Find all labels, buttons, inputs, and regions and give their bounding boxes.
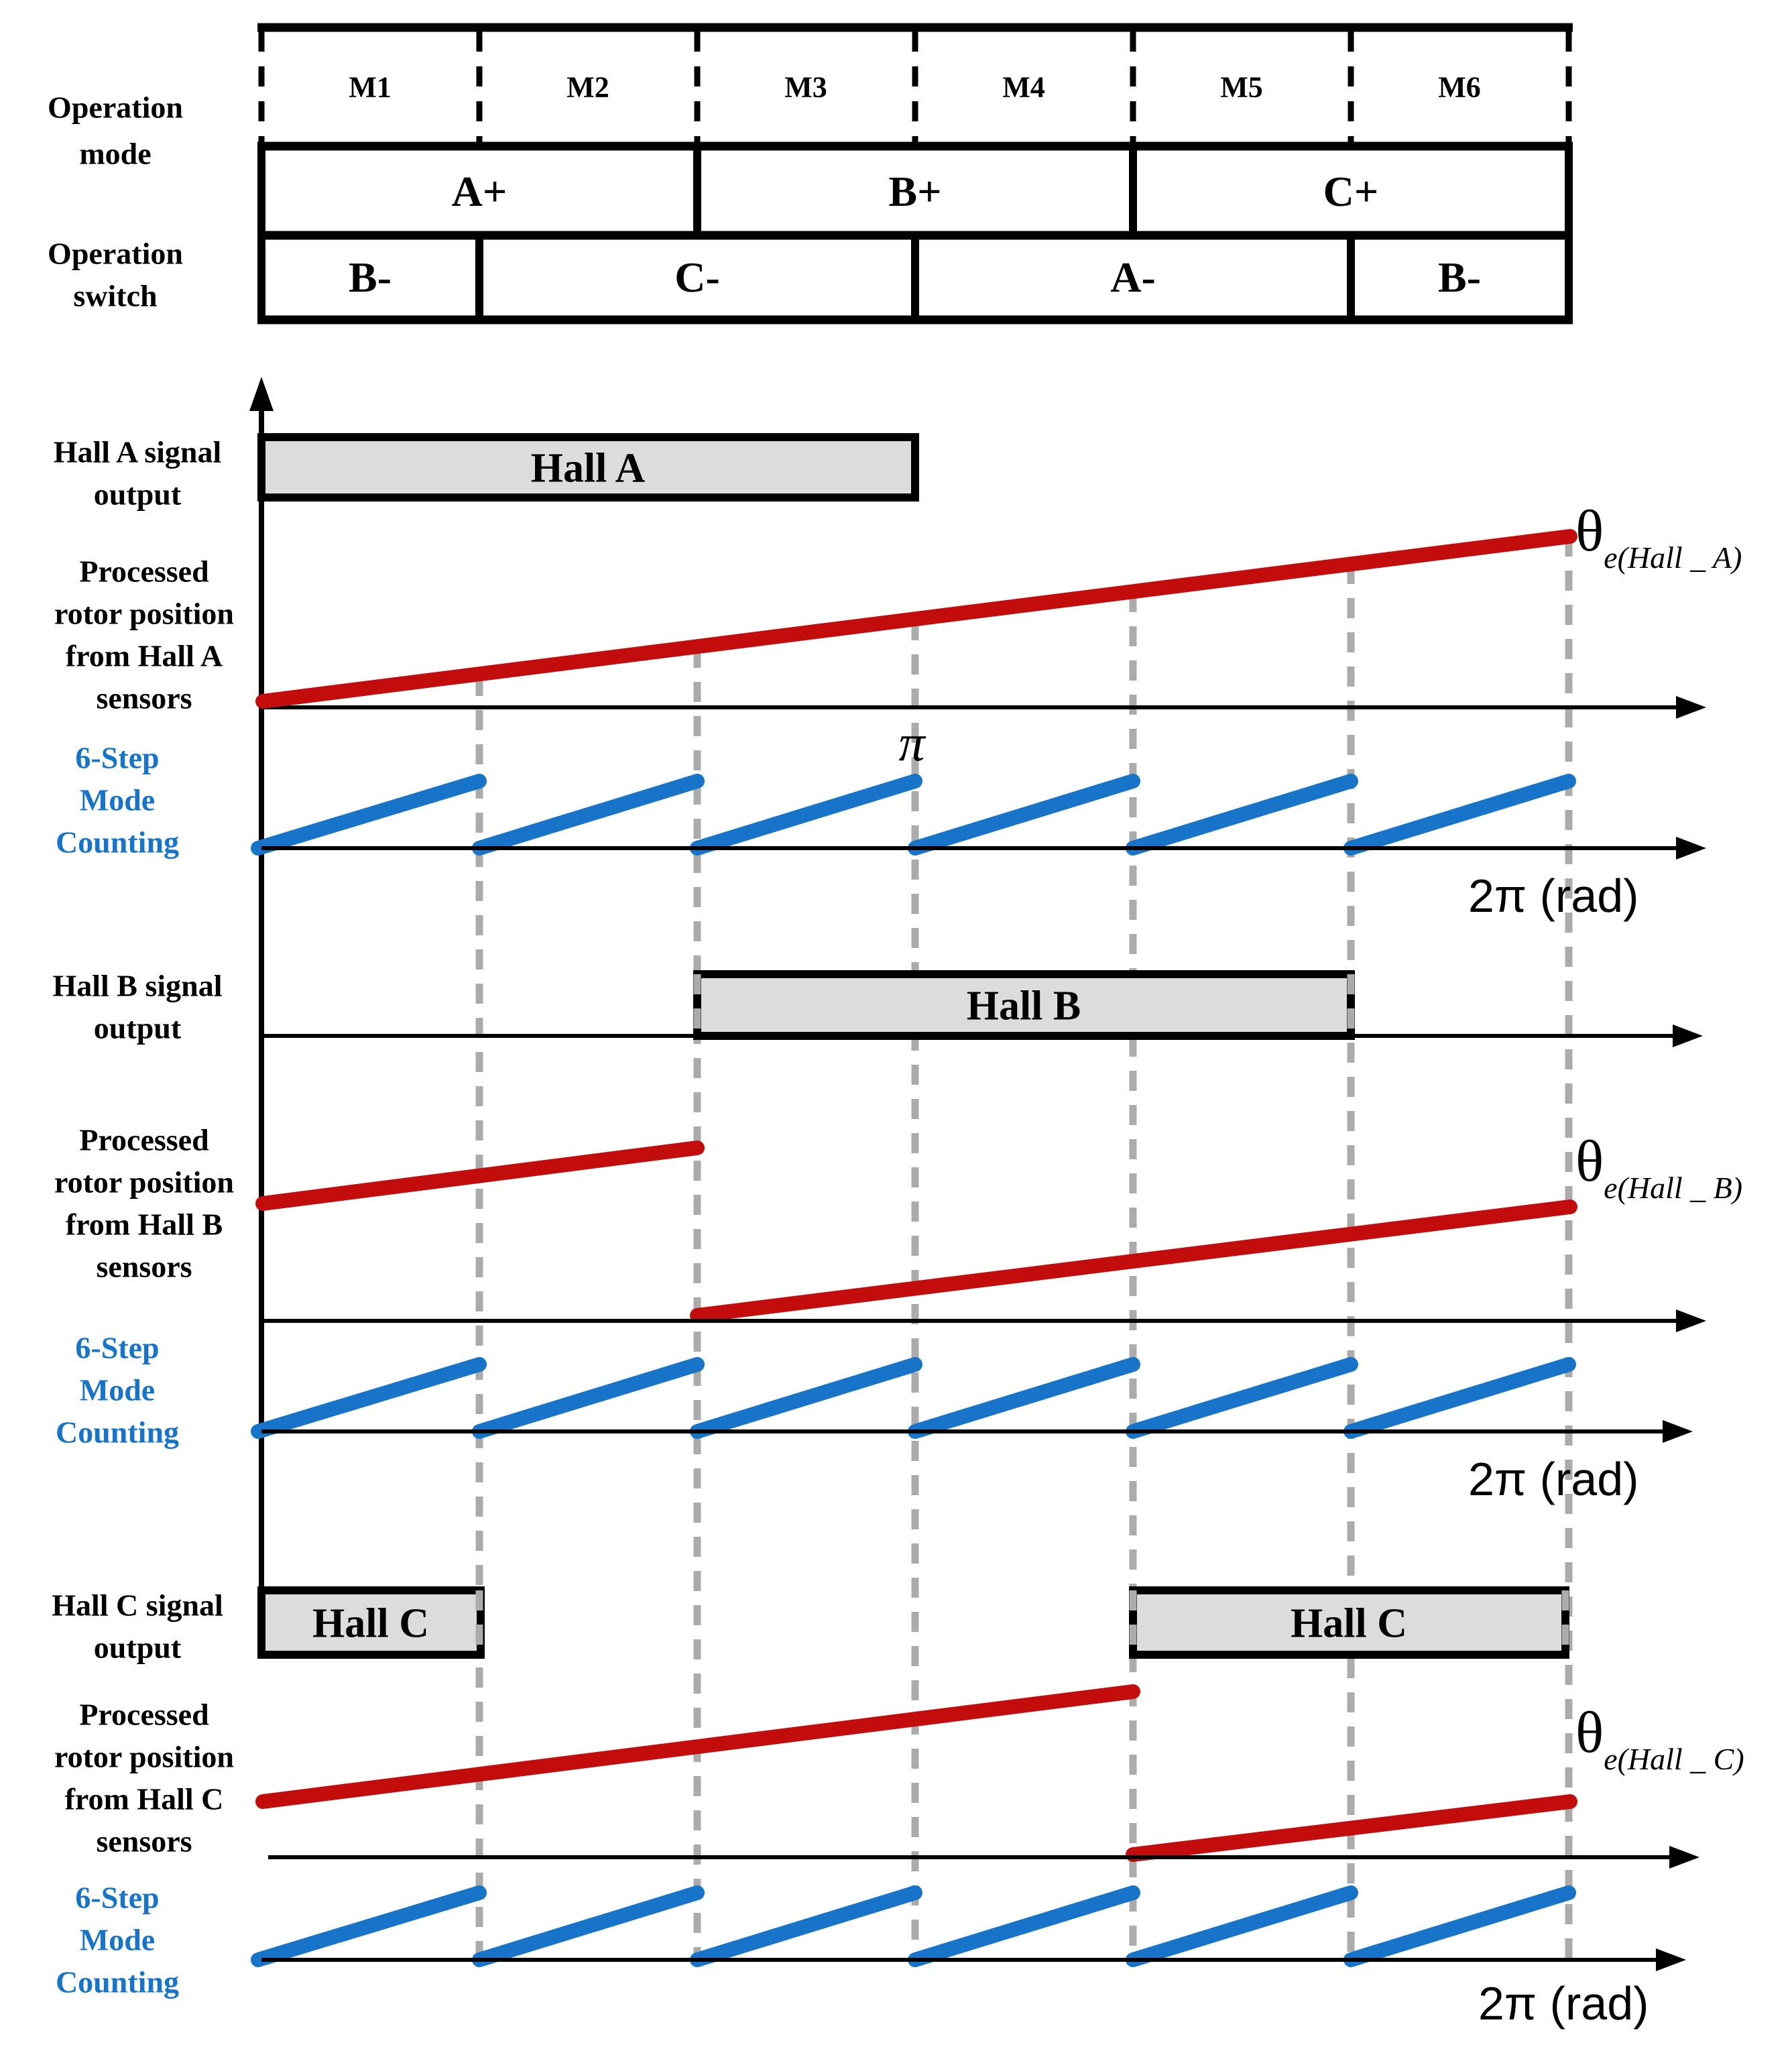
hall-b-box-label: Hall B — [966, 983, 1081, 1029]
hall-a-sawtooth-axis-arrow — [1676, 837, 1706, 860]
switch-cell-a-minus: A- — [1110, 253, 1156, 301]
hall-a-processed-label-line1: Processed — [79, 554, 209, 589]
hall-a-counting-label-line2: Mode — [79, 782, 156, 817]
hall-b-signal-box — [693, 970, 1355, 1040]
theta-hall-b-subscript: e(Hall _ B) — [1604, 1171, 1743, 1205]
theta-hall-c-symbol: θ — [1575, 1700, 1604, 1765]
commutation-gridlines — [475, 536, 1573, 1958]
hall-b-red-ramp-2 — [690, 1199, 1577, 1323]
hall-b-signal-label-line2: output — [93, 1010, 182, 1045]
hall-a-sawtooth — [251, 774, 1576, 856]
hall-a-processed-label-line4: sensors — [96, 681, 192, 715]
hall-b-processed-label-line3: from Hall B — [65, 1207, 223, 1242]
hall-c-processed-label-line2: rotor position — [54, 1739, 234, 1774]
theta-hall-b-symbol: θ — [1575, 1129, 1604, 1194]
section-hall-b — [251, 970, 1706, 1443]
hall-a-counting-label-line1: 6-Step — [75, 740, 160, 775]
hall-a-processed-label-line3: from Hall A — [65, 638, 223, 673]
section-hall-a — [251, 433, 1706, 860]
theta-hall-a-symbol: θ — [1575, 499, 1604, 564]
operation-mode-label-line2: mode — [79, 136, 152, 171]
mode-cell-m4: M4 — [1002, 70, 1045, 104]
hall-c-sawtooth — [251, 1885, 1576, 1967]
hall-c-processed-axis-arrow — [1669, 1846, 1699, 1869]
hall-b-2pi-rad-label: 2π (rad) — [1468, 1453, 1639, 1505]
theta-hall-a-subscript: e(Hall _ A) — [1604, 540, 1742, 575]
hall-a-signal-label-line2: output — [93, 477, 182, 512]
hall-b-counting-label-line1: 6-Step — [75, 1330, 160, 1365]
hall-a-box-label: Hall A — [530, 445, 646, 491]
hall-a-processed-label-line2: rotor position — [54, 596, 234, 631]
hall-b-sawtooth-axis-arrow — [1663, 1420, 1693, 1443]
hall-c-processed-label-line3: from Hall C — [64, 1781, 224, 1816]
hall-c-box-label-2: Hall C — [1291, 1600, 1407, 1647]
operation-switch-label-line1: Operation — [48, 236, 183, 271]
switch-cell-b-minus-2: B- — [1438, 253, 1481, 301]
mode-cell-m3: M3 — [784, 70, 827, 104]
plus-row-separators — [257, 142, 1573, 239]
switch-cell-a-plus: A+ — [451, 168, 507, 215]
hall-b-counting-label-line2: Mode — [79, 1372, 156, 1407]
hall-c-processed-label-line1: Processed — [79, 1697, 209, 1732]
operation-mode-label-line1: Operation — [48, 90, 183, 125]
hall-c-2pi-rad-label: 2π (rad) — [1478, 1977, 1649, 2030]
switch-cell-c-minus: C- — [674, 253, 720, 301]
hall-a-2pi-rad-label: 2π (rad) — [1468, 870, 1639, 922]
pi-tick-label: π — [898, 713, 925, 772]
hall-b-processed-label-line2: rotor position — [54, 1165, 234, 1199]
hall-b-processed-label-line4: sensors — [96, 1249, 192, 1284]
hall-c-counting-label-line3: Counting — [55, 1965, 180, 1999]
hall-c-signal-box-2 — [1129, 1586, 1569, 1659]
operation-switch-label-line2: switch — [73, 278, 158, 313]
hall-c-signal-box-1 — [257, 1586, 485, 1659]
hall-c-counting-label-line1: 6-Step — [75, 1880, 160, 1915]
theta-hall-c-label: θe(Hall _ C) — [1575, 1699, 1744, 1776]
mode-cell-m5: M5 — [1220, 70, 1263, 104]
hall-a-counting-label-line3: Counting — [55, 825, 180, 860]
hall-a-signal-box — [257, 433, 919, 502]
switch-cell-b-minus-1: B- — [349, 253, 392, 301]
hall-b-processed-label-line1: Processed — [79, 1122, 209, 1157]
hall-b-signal-label-line1: Hall B signal — [52, 968, 223, 1003]
theta-hall-c-subscript: e(Hall _ C) — [1604, 1742, 1744, 1776]
hall-c-sawtooth-axis-arrow — [1656, 1948, 1686, 1971]
hall-a-signal-label-line1: Hall A signal — [53, 434, 222, 469]
switch-cell-c-plus: C+ — [1323, 168, 1379, 215]
hall-c-processed-label-line4: sensors — [96, 1824, 192, 1859]
minus-row-separators — [257, 231, 1573, 324]
hall-c-signal-label-line1: Hall C signal — [52, 1588, 223, 1623]
mode-cell-m2: M2 — [566, 70, 609, 104]
y-axis-arrowhead — [249, 377, 274, 411]
section-hall-c — [251, 1586, 1699, 1971]
theta-hall-b-label: θe(Hall _ B) — [1575, 1128, 1742, 1205]
hall-c-box-label-1: Hall C — [312, 1600, 429, 1647]
theta-hall-a-label: θe(Hall _ A) — [1575, 497, 1742, 575]
switch-cell-b-plus: B+ — [888, 168, 942, 215]
hall-c-signal-label-line2: output — [93, 1630, 182, 1665]
hall-c-red-ramp-2 — [1126, 1794, 1577, 1862]
hall-b-red-ramp-1 — [255, 1140, 705, 1211]
hall-a-red-ramp — [255, 529, 1577, 709]
hall-b-signal-axis-arrow — [1673, 1024, 1703, 1047]
hall-a-processed-axis-arrow — [1676, 696, 1706, 719]
hall-b-counting-label-line3: Counting — [55, 1415, 180, 1450]
hall-b-processed-axis-arrow — [1676, 1309, 1706, 1332]
operation-table — [257, 23, 1573, 325]
hall-b-sawtooth — [251, 1357, 1576, 1439]
mode-cell-m1: M1 — [349, 70, 392, 104]
mode-row-dashed-separators — [258, 32, 1572, 142]
mode-cell-m6: M6 — [1438, 70, 1481, 104]
hall-c-red-ramp-1 — [255, 1684, 1140, 1809]
hall-c-counting-label-line2: Mode — [79, 1922, 156, 1957]
